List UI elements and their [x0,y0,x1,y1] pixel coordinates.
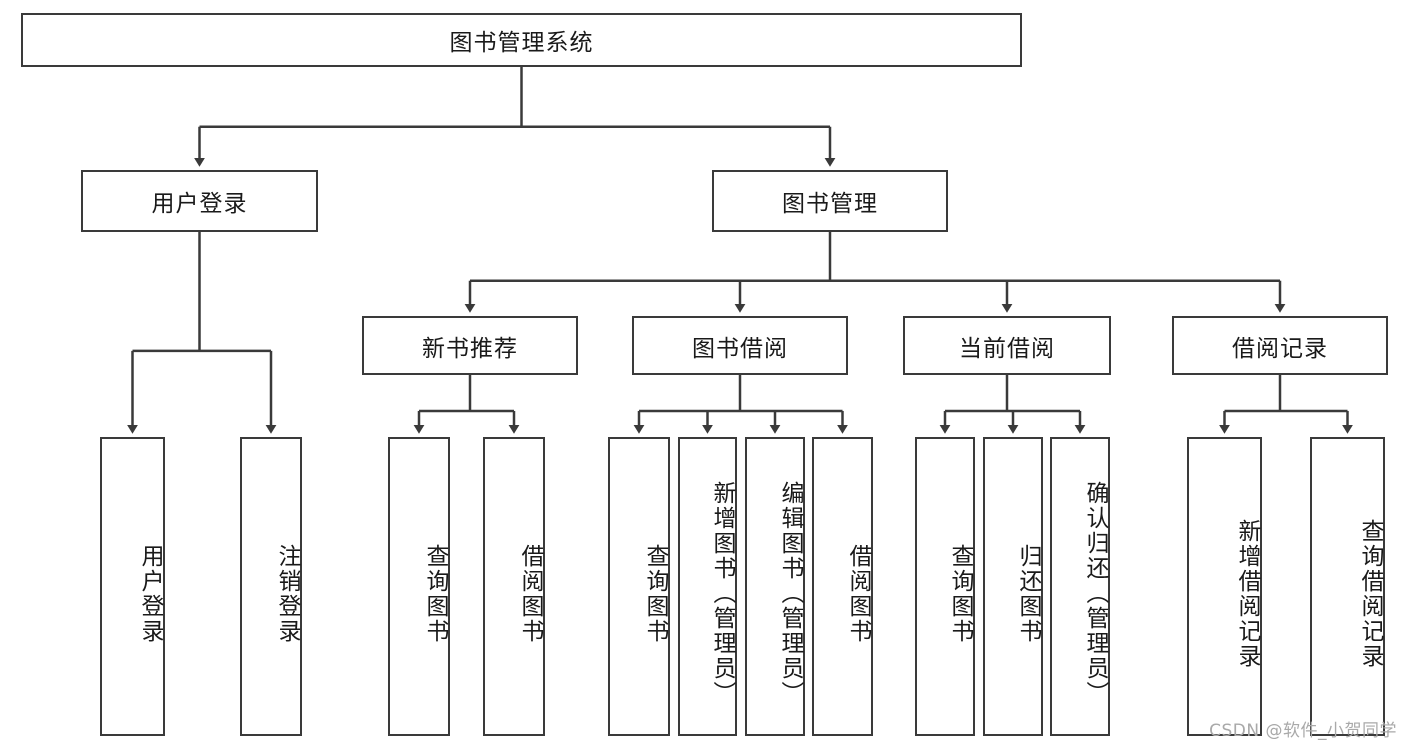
leaf-borrow-book[interactable]: 借阅图书 [812,437,873,736]
leaf-query-book-current[interactable]: 查询图书 [915,437,975,736]
node-label: 查询图书 [947,543,973,644]
node-label: 新增图书（管理员） [709,481,735,706]
node-label: 用户登录 [151,191,248,217]
node-book-borrow[interactable]: 图书借阅 [632,316,848,375]
leaf-add-book-admin[interactable]: 新增图书（管理员） [678,437,737,736]
node-label: 借阅记录 [1232,335,1328,362]
node-label: 确认归还（管理员） [1082,481,1108,706]
node-label: 查询借阅记录 [1357,518,1383,669]
node-label: 注销登录 [274,543,300,644]
leaf-return-book[interactable]: 归还图书 [983,437,1043,736]
leaf-confirm-return-admin[interactable]: 确认归还（管理员） [1050,437,1110,736]
node-book-manage[interactable]: 图书管理 [712,170,948,232]
leaf-query-book-rec[interactable]: 查询图书 [388,437,450,736]
leaf-logout[interactable]: 注销登录 [240,437,302,736]
node-label: 查询图书 [422,543,448,644]
leaf-query-book-borrow[interactable]: 查询图书 [608,437,670,736]
node-label: 查询图书 [642,543,668,644]
node-root[interactable]: 图书管理系统 [21,13,1022,67]
node-label: 编辑图书（管理员） [777,481,803,706]
node-label: 借阅图书 [517,543,543,644]
edge-group [127,67,1353,434]
leaf-user-login[interactable]: 用户登录 [100,437,165,736]
watermark: CSDN @软件_小贺同学 [1209,721,1397,741]
leaf-borrow-book-rec[interactable]: 借阅图书 [483,437,545,736]
node-label: 图书管理 [782,191,878,217]
node-label: 新书推荐 [422,335,518,362]
node-label: 图书管理系统 [449,30,594,56]
leaf-add-borrow-record[interactable]: 新增借阅记录 [1187,437,1262,736]
node-label: 新增借阅记录 [1234,518,1260,669]
node-label: 当前借阅 [959,335,1055,362]
leaf-query-borrow-record[interactable]: 查询借阅记录 [1310,437,1385,736]
node-borrow-record[interactable]: 借阅记录 [1172,316,1388,375]
node-user-login[interactable]: 用户登录 [81,170,318,232]
node-label: 用户登录 [137,543,163,644]
node-current-borrow[interactable]: 当前借阅 [903,316,1111,375]
node-label: 归还图书 [1015,543,1041,644]
node-label: 借阅图书 [845,543,871,644]
node-label: 图书借阅 [692,335,788,362]
leaf-edit-book-admin[interactable]: 编辑图书（管理员） [745,437,805,736]
node-new-book-recommend[interactable]: 新书推荐 [362,316,578,375]
